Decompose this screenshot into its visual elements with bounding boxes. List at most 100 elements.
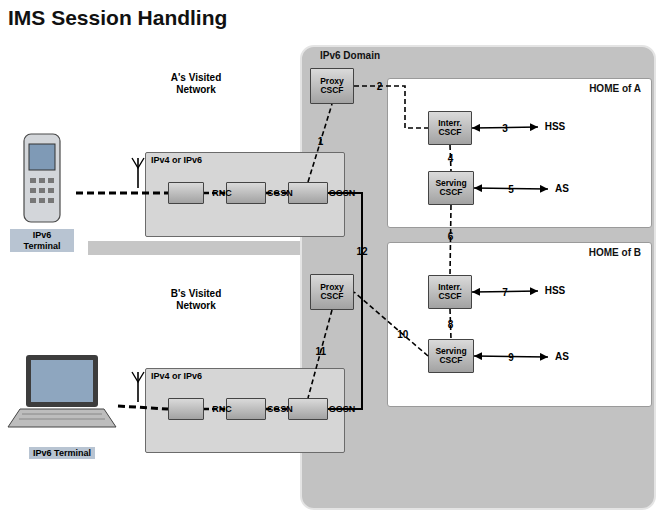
title-holder: IMS Session Handling: [8, 6, 227, 30]
diagram-title: IMS Session Handling: [8, 6, 227, 30]
cscf-box: Serving CSCF: [428, 171, 474, 205]
network-element: RNC: [168, 398, 204, 420]
network-element: RNC: [168, 182, 204, 204]
node-label: Interr. CSCF: [431, 119, 469, 138]
laptop-lid: [26, 355, 98, 407]
edge-label-holder: 10: [395, 329, 410, 340]
node-label: AS: [550, 183, 574, 195]
node-label: IPv6 Domain: [302, 47, 654, 61]
phone-body: [24, 134, 60, 222]
node-sublabel: IPv4 or IPv6: [151, 371, 345, 382]
edge-label-holder: 3: [500, 122, 510, 133]
node-label: Interr. CSCF: [431, 283, 469, 302]
server-label: AS: [548, 179, 576, 199]
callout-number: 10: [395, 329, 410, 340]
edge-label-holder: 7: [500, 286, 510, 297]
callout-number: 2: [375, 81, 385, 92]
cscf-box: Interr. CSCF: [428, 111, 472, 145]
phone-key: [48, 188, 54, 193]
server-label: HSS: [538, 281, 572, 301]
antenna-symbol: [132, 372, 144, 402]
phone-key: [39, 188, 45, 193]
edge-label-holder: 12: [354, 246, 369, 257]
node-label: RNC: [177, 188, 267, 198]
edge-label-holder: 1: [316, 136, 326, 147]
node-label: HOME of A: [388, 79, 651, 94]
visited-network: A's Visited NetworkIPv4 or IPv6RNCSGSNGG…: [145, 72, 345, 237]
node-label: B's Visited Network: [151, 288, 241, 312]
antenna-mast: [137, 158, 139, 188]
network-element: GGSN: [288, 398, 328, 420]
phone-key: [30, 198, 36, 203]
callout-number: 11: [313, 346, 328, 357]
callout-number: 5: [506, 183, 516, 194]
antenna-mast: [137, 372, 139, 402]
node-label: GGSN: [297, 404, 387, 414]
node-label: SGSN: [235, 404, 325, 414]
node-label: GGSN: [297, 188, 387, 198]
antenna-head: [132, 372, 144, 382]
laptop-base: [8, 409, 116, 427]
node-label: IPv6 Terminal: [29, 447, 95, 459]
network-element: SGSN: [226, 398, 266, 420]
ipv6-domain: IPv6 DomainProxy CSCF HOME of A Interr. CS…: [300, 45, 656, 510]
terminal: IPv6 Terminal: [8, 132, 76, 254]
visited-network: B's Visited NetworkIPv4 or IPv6RNCSGSNGG…: [145, 288, 345, 453]
phone-icon: [24, 134, 60, 222]
home-network: HOME of B Interr. CSCF HSS Serving CSCF AS: [387, 242, 652, 407]
cscf-box: Proxy CSCF: [310, 68, 354, 104]
server-label: AS: [548, 347, 576, 367]
network-element: SGSN: [226, 182, 266, 204]
node-label: RNC: [177, 404, 267, 414]
terminal: IPv6 Terminal: [6, 351, 118, 461]
edge-label-holder: 6: [446, 230, 456, 241]
callout-number: 7: [500, 286, 510, 297]
callout-number: 9: [506, 351, 516, 362]
edge-label-holder: 4: [446, 153, 456, 164]
node-label: HSS: [540, 121, 570, 133]
phone-key: [48, 198, 54, 203]
node-label: HOME of B: [388, 243, 651, 258]
edge-label-holder: 8: [446, 319, 456, 330]
node-sublabel: IPv4 or IPv6: [151, 155, 345, 166]
backbone-band: [88, 241, 302, 255]
node-label: AS: [550, 351, 574, 363]
node-label: A's Visited Network: [151, 72, 241, 96]
callout-number: 4: [446, 153, 456, 164]
phone-key: [30, 188, 36, 193]
callout-number: 1: [316, 136, 326, 147]
edge-label-holder: 11: [313, 346, 328, 357]
laptop-icon: [8, 355, 116, 427]
node-label: SGSN: [235, 188, 325, 198]
keyboard-row: [19, 419, 105, 420]
antenna-symbol: [132, 158, 144, 188]
antenna-head: [132, 158, 144, 168]
node-label: IPv6 Terminal: [10, 229, 74, 252]
cscf-box: Serving CSCF: [428, 339, 474, 373]
cscf-box: Interr. CSCF: [428, 275, 472, 309]
node-label: Serving CSCF: [431, 179, 471, 198]
phone-key: [39, 178, 45, 183]
callout-number: 3: [500, 122, 510, 133]
node-label: HSS: [540, 285, 570, 297]
phone-key: [48, 178, 54, 183]
phone-key: [30, 178, 36, 183]
edge-label-holder: 9: [506, 351, 516, 362]
edge-label-holder: 5: [506, 183, 516, 194]
callout-number: 12: [354, 246, 369, 257]
node-label: Proxy CSCF: [313, 77, 351, 96]
keyboard-row: [22, 414, 102, 415]
cscf-box: Proxy CSCF: [310, 274, 354, 310]
phone-screen: [29, 144, 55, 170]
phone-key: [39, 198, 45, 203]
callout-number: 8: [446, 319, 456, 330]
network-element: GGSN: [288, 182, 328, 204]
callout-number: 6: [446, 230, 456, 241]
node-label: Proxy CSCF: [313, 283, 351, 302]
edge-label-holder: 2: [375, 81, 385, 92]
laptop-screen: [31, 360, 93, 402]
home-network: HOME of A Interr. CSCF HSS Serving CSCF AS: [387, 78, 652, 228]
node-label: Serving CSCF: [431, 347, 471, 366]
server-label: HSS: [538, 117, 572, 137]
